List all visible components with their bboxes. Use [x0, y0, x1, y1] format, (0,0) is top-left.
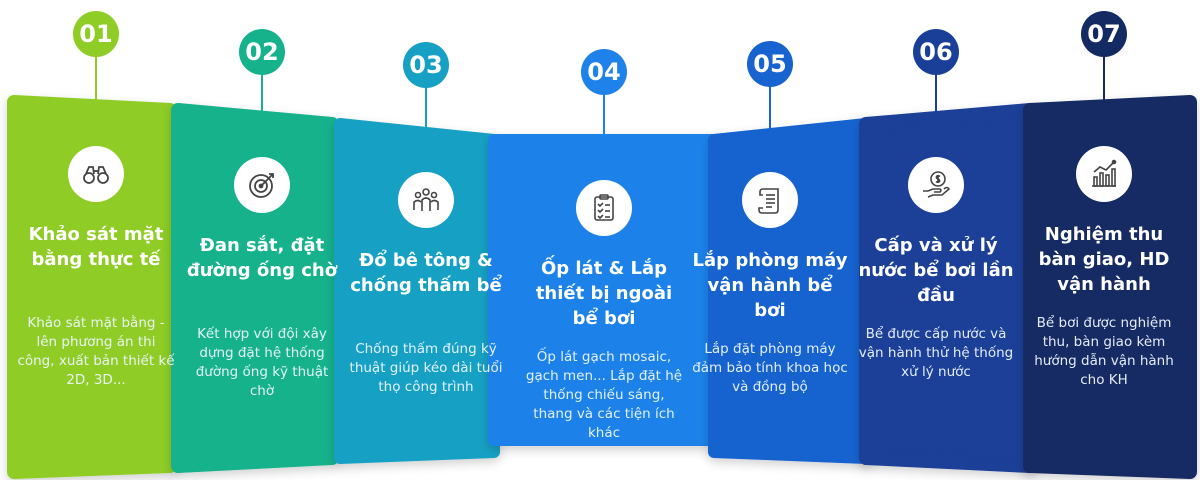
step-connector	[95, 54, 97, 106]
step-title: Khảo sát mặt bằng thực tế	[28, 224, 164, 270]
step-description: Chống thấm đúng kỹ thuật giúp kéo dài tu…	[349, 341, 503, 395]
step-panel-3	[334, 118, 500, 464]
step-number-badge: 03	[403, 42, 449, 88]
chart-icon	[1076, 146, 1132, 202]
step-title: Ốp lát & Lắp thiết bị ngoài bể bơi	[535, 258, 673, 329]
step-connector	[769, 84, 771, 132]
document-scroll-icon	[742, 172, 798, 228]
step-connector	[425, 85, 427, 132]
step-description: Bể bơi được nghiệm thu, bàn giao kèm hướ…	[1034, 315, 1174, 388]
step-connector	[261, 72, 263, 117]
binoculars-icon	[68, 146, 124, 202]
step-number-badge: 04	[581, 49, 627, 95]
step-title: Lắp phòng máy vận hành bể bơi	[692, 250, 848, 321]
step-title: Cấp và xử lý nước bể bơi lần đầu	[858, 235, 1014, 306]
money-hand-icon	[908, 157, 964, 213]
step-title: Đan sắt, đặt đường ống chờ	[186, 235, 338, 281]
step-number-badge: 01	[73, 11, 119, 57]
step-number-badge: 05	[747, 41, 793, 87]
step-panel-1	[7, 95, 177, 479]
target-icon	[234, 157, 290, 213]
step-panel-7	[1023, 95, 1197, 479]
checklist-icon	[576, 180, 632, 236]
step-number-badge: 07	[1081, 11, 1127, 57]
step-description: Lắp đặt phòng máy đảm bảo tính khoa học …	[692, 341, 848, 395]
step-number-badge: 02	[239, 29, 285, 75]
step-title: Đổ bê tông & chống thấm bể	[350, 250, 502, 296]
step-description: Kết hợp với đội xây dựng đặt hệ thống đư…	[195, 326, 329, 399]
step-title: Nghiệm thu bàn giao, HD vận hành	[1038, 224, 1170, 295]
step-description: Bể được cấp nước và vận hành thử hệ thốn…	[858, 326, 1014, 380]
step-panel-2	[171, 103, 339, 473]
step-description: Khảo sát mặt bằng - lên phương án thi cô…	[17, 315, 175, 388]
step-connector	[1103, 54, 1105, 106]
step-connector	[935, 72, 937, 117]
step-number-badge: 06	[913, 29, 959, 75]
team-icon	[398, 172, 454, 228]
step-description: Ốp lát gạch mosaic, gạch men... Lắp đặt …	[525, 349, 683, 441]
step-connector	[603, 92, 605, 140]
